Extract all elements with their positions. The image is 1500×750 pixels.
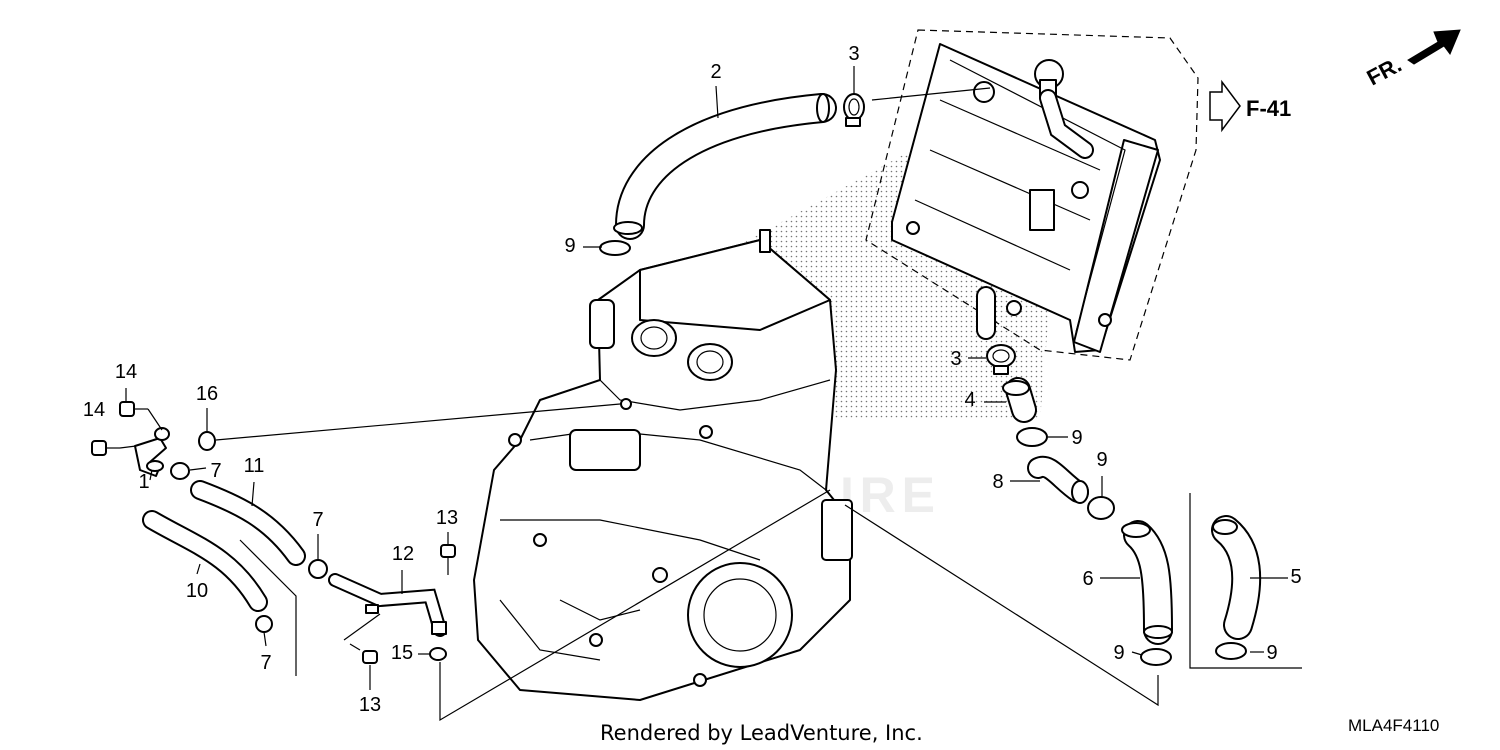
part-label-9[interactable]: 9	[1096, 449, 1107, 471]
bypass-hose[interactable]	[1027, 455, 1089, 504]
part-label-3[interactable]: 3	[848, 43, 859, 65]
part-label-13[interactable]: 13	[436, 507, 458, 529]
bolt-13-b[interactable]	[349, 643, 378, 664]
hose-clamp-9-c[interactable]	[1087, 496, 1115, 520]
part-label-10[interactable]: 10	[186, 580, 208, 602]
part-label-9[interactable]: 9	[1113, 642, 1124, 664]
part-label-8[interactable]: 8	[992, 471, 1003, 493]
part-label-6[interactable]: 6	[1082, 568, 1093, 590]
part-label-9[interactable]: 9	[1071, 427, 1082, 449]
reference-f41[interactable]: F-41	[1209, 79, 1291, 133]
water-fitting[interactable]	[134, 427, 170, 477]
front-direction-label: FR.	[1363, 52, 1406, 91]
part-label-5[interactable]: 5	[1290, 566, 1301, 588]
part-label-2[interactable]: 2	[710, 61, 721, 83]
water-pipe-12[interactable]	[328, 573, 447, 637]
reference-label[interactable]: F-41	[1246, 96, 1291, 121]
part-label-3[interactable]: 3	[950, 348, 961, 370]
part-label-7[interactable]: 7	[312, 509, 323, 531]
diagram-code: MLA4F4110	[1348, 716, 1439, 735]
water-hose-11[interactable]	[190, 480, 306, 566]
radiator-assembly[interactable]	[865, 29, 1199, 361]
hose-clamp-7-c[interactable]	[255, 615, 273, 633]
o-ring-16[interactable]	[198, 431, 216, 451]
credit-text: Rendered by LeadVenture, Inc.	[600, 721, 923, 745]
hose-clamp-9-b[interactable]	[1016, 427, 1048, 447]
part-label-1[interactable]: 1	[138, 471, 149, 493]
part-label-7[interactable]: 7	[260, 652, 271, 674]
upper-radiator-hose[interactable]	[613, 93, 837, 240]
bolt-13-a[interactable]	[440, 544, 456, 575]
part-label-12[interactable]: 12	[392, 543, 414, 565]
part-label-14[interactable]: 14	[83, 399, 105, 421]
sealing-washer-15[interactable]	[429, 647, 447, 661]
hose-joint[interactable]	[1002, 377, 1037, 423]
bolt-14-a[interactable]	[119, 401, 148, 417]
part-label-14[interactable]: 14	[115, 361, 137, 383]
hose-clamp-upper[interactable]	[843, 93, 865, 127]
hose-clamp-9-d[interactable]	[1140, 648, 1172, 666]
part-label-9[interactable]: 9	[564, 235, 575, 257]
lower-radiator-hose[interactable]	[1121, 520, 1173, 645]
hose-bracket-left	[239, 539, 297, 676]
engine-block	[473, 229, 853, 701]
hose-clamp-7-a[interactable]	[170, 462, 190, 480]
alt-part-bracket	[1189, 493, 1302, 669]
hose-clamp-7-b[interactable]	[308, 559, 328, 579]
bolt-14-b[interactable]	[91, 440, 120, 456]
hose-clamp-9-a[interactable]	[599, 240, 631, 256]
leader-lines	[119, 66, 1288, 722]
water-hose-10[interactable]	[142, 510, 268, 612]
part-label-16[interactable]: 16	[196, 383, 218, 405]
hose-clamp-9-e[interactable]	[1215, 642, 1247, 660]
part-label-11[interactable]: 11	[244, 455, 265, 477]
part-label-4[interactable]: 4	[964, 389, 975, 411]
front-direction-arrow: FR.	[1363, 29, 1461, 91]
alt-lower-hose[interactable]	[1211, 515, 1262, 640]
part-label-7[interactable]: 7	[210, 460, 221, 482]
part-label-9[interactable]: 9	[1266, 642, 1277, 664]
part-label-15[interactable]: 15	[391, 642, 413, 664]
hose-clamp-lower[interactable]	[986, 344, 1016, 375]
part-label-13[interactable]: 13	[359, 694, 381, 716]
